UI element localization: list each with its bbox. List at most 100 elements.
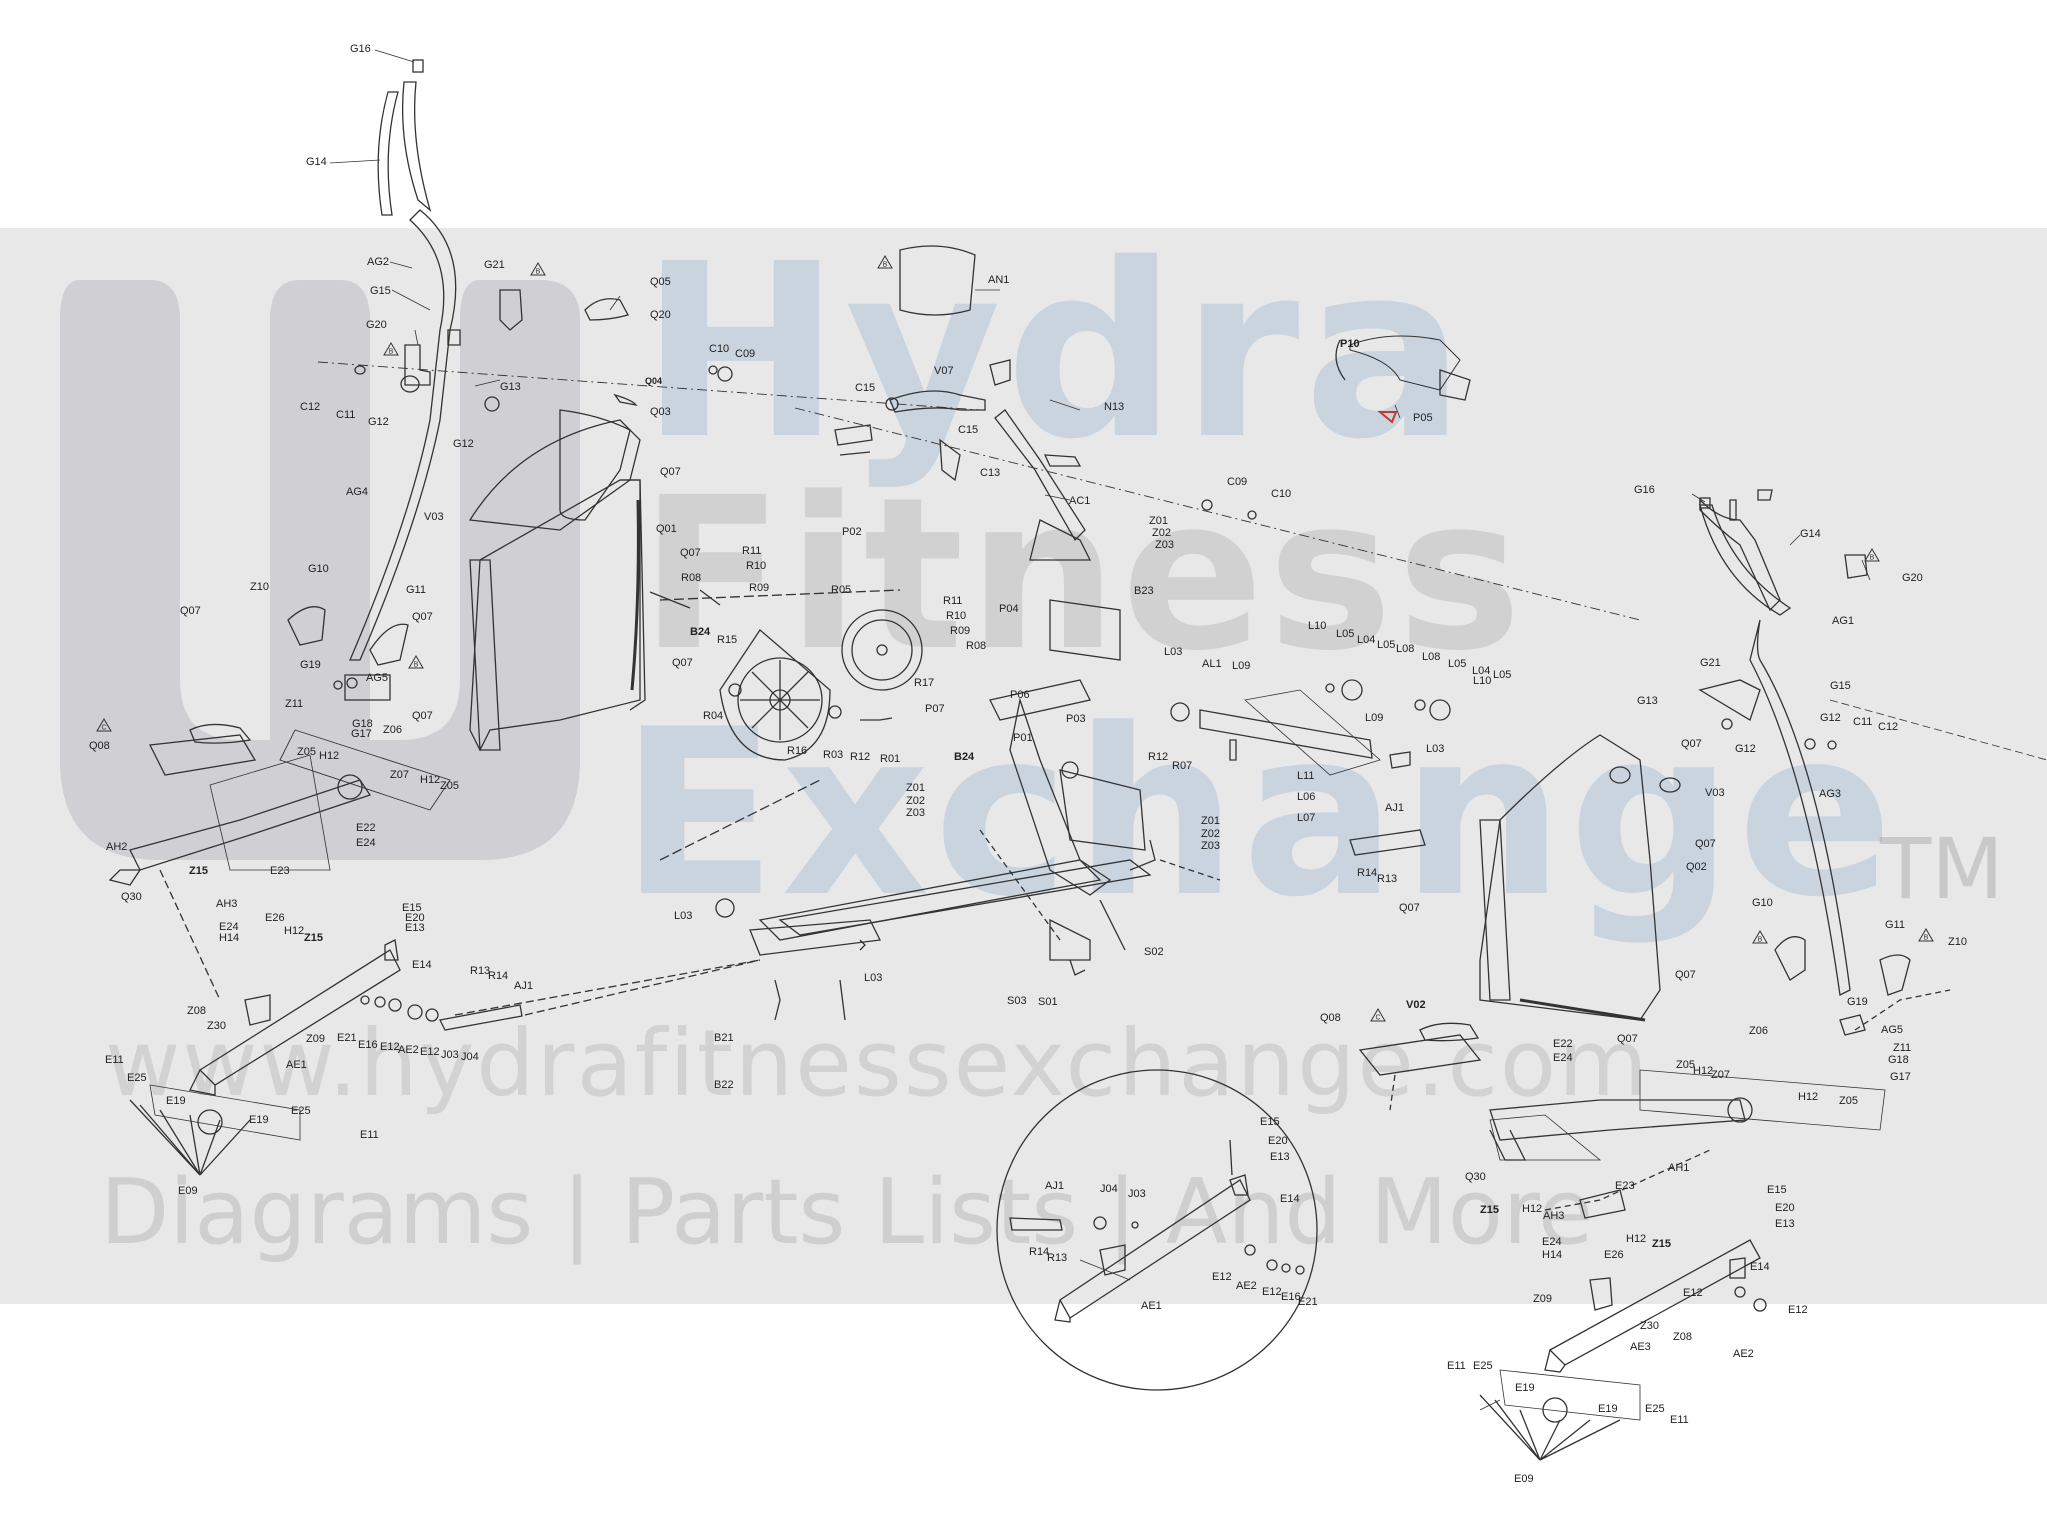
part-label: R03 bbox=[823, 749, 844, 761]
part-label: L09 bbox=[1232, 660, 1251, 672]
part-label: G11 bbox=[406, 584, 426, 596]
part-label: S03 bbox=[1007, 995, 1027, 1007]
part-label: L11 bbox=[1297, 770, 1315, 782]
part-label: H12 bbox=[1798, 1091, 1819, 1103]
part-label: Q07 bbox=[660, 466, 681, 478]
watermark-logo bbox=[60, 280, 580, 860]
part-label: Z05 bbox=[440, 780, 459, 792]
part-label: AE3 bbox=[1630, 1341, 1651, 1353]
part-label: Z11 bbox=[1893, 1042, 1912, 1054]
part-label: Z07 bbox=[390, 769, 409, 781]
part-label: L05 bbox=[1377, 639, 1396, 651]
part-label: R14 bbox=[488, 970, 509, 982]
part-label: G18 bbox=[1888, 1054, 1909, 1066]
part-label: Z05 bbox=[297, 746, 316, 758]
part-label: R11 bbox=[742, 545, 762, 557]
part-label: R13 bbox=[470, 965, 491, 977]
part-label: AH1 bbox=[1668, 1162, 1690, 1174]
part-label: R13 bbox=[1377, 873, 1398, 885]
part-label: Q30 bbox=[121, 891, 142, 903]
part-label: E24 bbox=[1553, 1052, 1573, 1064]
part-label: J03 bbox=[441, 1049, 459, 1061]
part-label: R14 bbox=[1357, 867, 1378, 879]
part-label: J04 bbox=[1100, 1183, 1118, 1195]
part-label: G12 bbox=[1735, 743, 1756, 755]
part-label: AC1 bbox=[1069, 495, 1091, 507]
part-label: Q07 bbox=[1681, 738, 1702, 750]
part-label: G21 bbox=[484, 259, 505, 271]
part-label: E14 bbox=[412, 959, 432, 971]
part-label: R07 bbox=[1172, 760, 1193, 772]
part-label: H12 bbox=[319, 750, 340, 762]
part-label: L04 bbox=[1357, 634, 1376, 646]
part-label: R13 bbox=[1047, 1252, 1068, 1264]
part-label: H12 bbox=[284, 925, 305, 937]
part-label: E24 bbox=[219, 921, 239, 933]
console-and-mast bbox=[794, 245, 1641, 621]
part-label: G14 bbox=[1800, 528, 1821, 540]
part-label: R15 bbox=[717, 634, 738, 646]
part-label: P01 bbox=[1013, 732, 1033, 744]
part-label: R09 bbox=[749, 582, 770, 594]
warning-mark-8-letter: B bbox=[1924, 935, 1929, 942]
part-label: E16 bbox=[358, 1039, 378, 1051]
part-label: C13 bbox=[980, 467, 1001, 479]
part-label: E12 bbox=[380, 1041, 400, 1053]
part-label: Q07 bbox=[180, 605, 201, 617]
part-label: Z10 bbox=[250, 581, 269, 593]
part-label: Z02 bbox=[1152, 527, 1171, 539]
watermark-tagline: Diagrams | Parts Lists | And More bbox=[100, 1160, 1594, 1265]
watermark-brand-line1: Hydra bbox=[640, 212, 1470, 492]
part-label: L06 bbox=[1297, 791, 1316, 803]
part-label: P10 bbox=[1340, 338, 1360, 350]
part-label: R12 bbox=[850, 751, 871, 763]
part-label: E12 bbox=[1262, 1286, 1282, 1298]
part-label: R10 bbox=[746, 560, 767, 572]
part-label: B24 bbox=[690, 626, 711, 638]
part-label: C10 bbox=[1271, 488, 1292, 500]
part-label: E25 bbox=[1473, 1360, 1493, 1372]
part-label: Q05 bbox=[650, 276, 671, 288]
part-label: G12 bbox=[368, 416, 389, 428]
part-label: E16 bbox=[1281, 1291, 1301, 1303]
left-pedal-arm bbox=[108, 723, 451, 1001]
part-label: L05 bbox=[1448, 658, 1467, 670]
part-label: Z01 bbox=[906, 782, 925, 794]
part-label: C15 bbox=[958, 424, 979, 436]
part-label: R16 bbox=[787, 745, 808, 757]
part-label: Z05 bbox=[1839, 1095, 1858, 1107]
part-label: AL1 bbox=[1202, 658, 1222, 670]
part-label: Q08 bbox=[1320, 1012, 1341, 1024]
part-label: E19 bbox=[1598, 1403, 1618, 1415]
right-pedal-arm bbox=[1358, 1022, 1886, 1161]
part-label: E15 bbox=[1767, 1184, 1787, 1196]
part-label: S01 bbox=[1038, 996, 1058, 1008]
part-label: R12 bbox=[1148, 751, 1169, 763]
part-label: L07 bbox=[1297, 812, 1316, 824]
part-label: L09 bbox=[1365, 712, 1384, 724]
part-label: E15 bbox=[1260, 1116, 1280, 1128]
left-shroud bbox=[468, 393, 646, 752]
part-label: H12 bbox=[1626, 1233, 1647, 1245]
part-label: G18 bbox=[352, 718, 373, 730]
watermark-trademark: TM bbox=[1880, 820, 2004, 918]
part-label: R14 bbox=[1029, 1246, 1050, 1258]
part-label: E13 bbox=[1775, 1218, 1795, 1230]
part-label: E12 bbox=[420, 1046, 440, 1058]
part-label: G17 bbox=[351, 728, 372, 740]
right-lower-arm bbox=[1479, 1149, 1767, 1461]
part-label: L03 bbox=[674, 910, 693, 922]
part-label: R09 bbox=[950, 625, 971, 637]
part-label: L05 bbox=[1336, 628, 1355, 640]
watermark-band bbox=[0, 228, 2047, 1304]
part-label: E12 bbox=[1683, 1287, 1703, 1299]
part-label: E23 bbox=[270, 865, 290, 877]
warning-mark-3-letter: B bbox=[414, 662, 419, 669]
part-label: V03 bbox=[424, 511, 444, 523]
part-label: Z10 bbox=[1948, 936, 1967, 948]
part-label: AE2 bbox=[1236, 1280, 1257, 1292]
part-label: Q07 bbox=[680, 547, 701, 559]
warning-mark-1-letter: B bbox=[536, 269, 541, 276]
part-label: L10 bbox=[1473, 675, 1492, 687]
